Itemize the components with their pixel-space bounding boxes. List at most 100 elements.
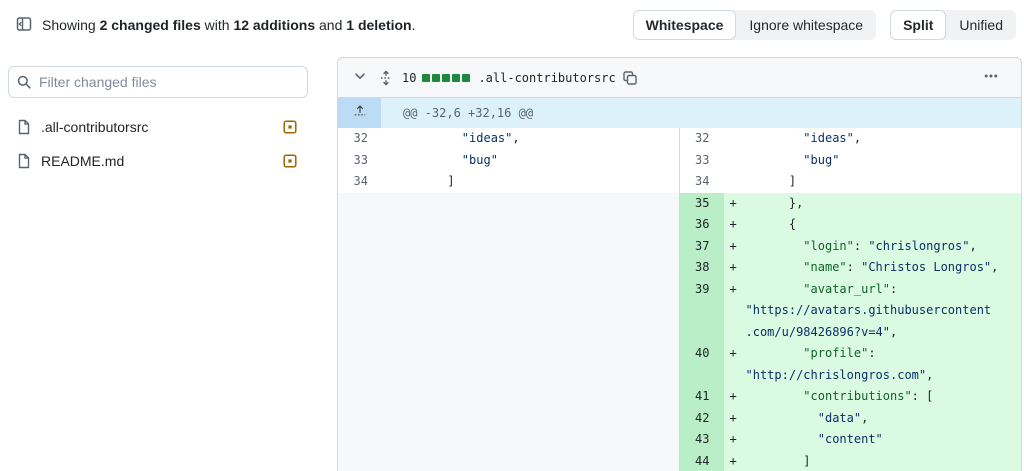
diff-marker: + bbox=[729, 389, 737, 403]
file-icon bbox=[16, 153, 32, 169]
chevron-down-icon bbox=[352, 68, 368, 87]
code-line: "content" bbox=[817, 432, 883, 446]
search-icon bbox=[16, 74, 32, 90]
file-options-button[interactable] bbox=[977, 64, 1005, 92]
line-number[interactable]: 39 bbox=[679, 278, 724, 300]
collapse-file-button[interactable] bbox=[350, 68, 370, 88]
line-number[interactable]: 44 bbox=[679, 450, 724, 471]
line-number[interactable]: 36 bbox=[679, 214, 724, 236]
split-diff: 32 "ideas",33 "bug"34 ] 32 "ideas",33 "b… bbox=[338, 128, 1021, 471]
diff-row: 34 ] bbox=[338, 171, 679, 193]
code-line: "https://avatars.githubusercontent bbox=[745, 303, 992, 317]
diff-row: 32 "ideas", bbox=[338, 128, 679, 150]
kebab-horizontal-icon bbox=[983, 68, 999, 87]
diff-row: .com/u/98426896?v=4", bbox=[679, 321, 1021, 343]
line-number[interactable]: 32 bbox=[695, 131, 710, 145]
file-row-all-contributorsrc[interactable]: .all-contributorsrc bbox=[8, 110, 308, 144]
diff-row: 43 + "content" bbox=[679, 429, 1021, 451]
diffstat-block-addition bbox=[442, 73, 451, 82]
code-line: "data", bbox=[817, 410, 869, 425]
line-number bbox=[679, 300, 724, 322]
diff-row: "http://chrislongros.com", bbox=[679, 364, 1021, 387]
line-number[interactable]: 37 bbox=[679, 235, 724, 257]
file-name: .all-contributorsrc bbox=[41, 119, 149, 135]
whitespace-toggle: Whitespace Ignore whitespace bbox=[632, 10, 877, 40]
code-line: "name": "Christos Longros", bbox=[803, 260, 999, 274]
filter-field-wrap bbox=[8, 66, 308, 98]
expand-all-icon[interactable] bbox=[378, 70, 394, 86]
diff-marker bbox=[724, 171, 746, 193]
copy-file-path-icon[interactable] bbox=[622, 70, 638, 86]
diff-marker bbox=[724, 150, 746, 172]
changes-summary: Showing 2 changed files with 12 addition… bbox=[42, 17, 416, 33]
hunk-header-row: @@ -32,6 +32,16 @@ bbox=[338, 98, 1021, 128]
hunk-header-text: @@ -32,6 +32,16 @@ bbox=[403, 106, 534, 120]
diff-marker bbox=[382, 128, 404, 150]
diff-left-pane: 32 "ideas",33 "bug"34 ] bbox=[338, 128, 680, 471]
line-number[interactable]: 40 bbox=[679, 343, 724, 365]
diff-marker bbox=[724, 365, 746, 387]
diff-row: "https://avatars.githubusercontent bbox=[679, 300, 1021, 322]
diff-row: 39 + "avatar_url": bbox=[679, 278, 1021, 300]
code-line: "contributions": [ bbox=[803, 389, 934, 403]
file-changes-count: 10 bbox=[402, 70, 417, 85]
diff-row: 33 "bug" bbox=[338, 149, 679, 172]
left-pane-empty-filler bbox=[338, 192, 679, 471]
diff-marker bbox=[382, 150, 404, 172]
expand-up-icon bbox=[352, 103, 368, 124]
code-line: "avatar_url": bbox=[803, 281, 898, 296]
line-number bbox=[679, 364, 724, 386]
split-view-button[interactable]: Split bbox=[890, 10, 947, 40]
line-number[interactable]: 34 bbox=[695, 174, 710, 188]
line-number[interactable]: 41 bbox=[679, 386, 724, 408]
code-line: ] bbox=[745, 453, 811, 468]
line-number[interactable]: 38 bbox=[679, 257, 724, 279]
diffstat-blocks bbox=[422, 73, 471, 82]
line-number[interactable]: 33 bbox=[695, 152, 710, 167]
whitespace-button[interactable]: Whitespace bbox=[632, 10, 737, 40]
diffstat-block-addition bbox=[432, 73, 441, 82]
diffstat-block-addition bbox=[452, 73, 461, 82]
changed-files-list: .all-contributorsrc bbox=[8, 110, 308, 178]
diff-marker: + bbox=[729, 432, 737, 446]
line-number[interactable]: 43 bbox=[679, 429, 724, 451]
diff-view-toggle: Split Unified bbox=[890, 10, 1016, 40]
ignore-whitespace-button[interactable]: Ignore whitespace bbox=[736, 10, 876, 40]
code-line: "ideas", bbox=[803, 131, 862, 145]
diffstat-block-addition bbox=[422, 73, 431, 82]
code-line: }, bbox=[745, 195, 804, 210]
additions-count: 12 additions bbox=[233, 17, 316, 33]
diff-marker: + bbox=[729, 453, 737, 468]
filter-changed-files-input[interactable] bbox=[8, 66, 308, 98]
diff-marker: + bbox=[729, 260, 737, 274]
collapse-sidebar-icon bbox=[16, 16, 32, 35]
diff-row: 35+ }, bbox=[679, 192, 1021, 214]
code-line: "bug" bbox=[461, 152, 498, 167]
file-tree-sidebar: .all-contributorsrc bbox=[8, 66, 308, 178]
line-number[interactable]: 34 bbox=[353, 174, 368, 188]
changed-files-count: 2 changed files bbox=[99, 17, 201, 33]
line-number[interactable]: 32 bbox=[353, 131, 368, 145]
line-number[interactable]: 35 bbox=[679, 192, 724, 214]
file-row-readme-md[interactable]: README.md bbox=[8, 144, 308, 178]
expand-hunk-button[interactable] bbox=[338, 98, 381, 128]
code-line: "login": "chrislongros", bbox=[803, 238, 977, 253]
line-number[interactable]: 42 bbox=[679, 407, 724, 429]
diff-row: 38 + "name": "Christos Longros", bbox=[679, 257, 1021, 279]
diff-marker bbox=[724, 300, 746, 322]
code-line: ] bbox=[745, 174, 797, 188]
topbar: Showing 2 changed files with 12 addition… bbox=[0, 0, 1024, 50]
diff-marker bbox=[382, 171, 404, 193]
file-modified-icon bbox=[282, 119, 298, 135]
unified-view-button[interactable]: Unified bbox=[946, 10, 1016, 40]
code-line: ] bbox=[404, 174, 455, 188]
diff-marker: + bbox=[729, 217, 737, 231]
code-line: "http://chrislongros.com", bbox=[745, 367, 934, 382]
collapse-sidebar-button[interactable] bbox=[10, 11, 38, 39]
diff-marker: + bbox=[729, 281, 737, 296]
diff-row: 34 ] bbox=[679, 171, 1021, 193]
main-content: .all-contributorsrc bbox=[0, 50, 1024, 471]
line-number[interactable]: 33 bbox=[353, 152, 368, 167]
diff-row: 44 + ] bbox=[679, 450, 1021, 471]
